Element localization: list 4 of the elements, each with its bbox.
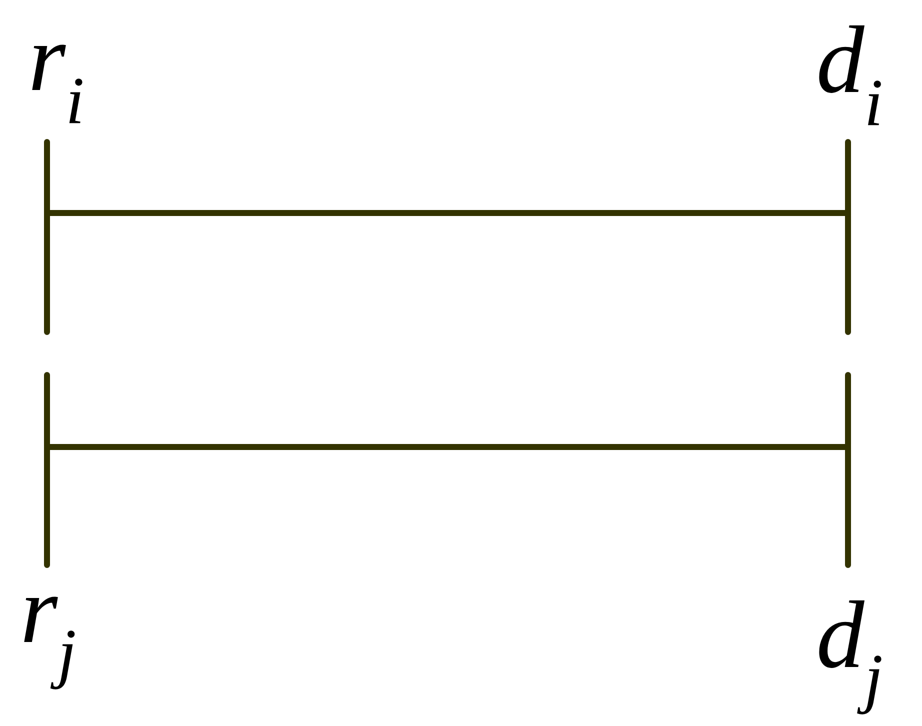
variable-label: r$_{j}$ bbox=[24, 596, 75, 690]
variable-label: d$_{i}$ bbox=[819, 25, 881, 126]
variable-label: r$_{i}$ bbox=[32, 44, 82, 124]
variable-label: d$_{j}$ bbox=[819, 600, 882, 714]
